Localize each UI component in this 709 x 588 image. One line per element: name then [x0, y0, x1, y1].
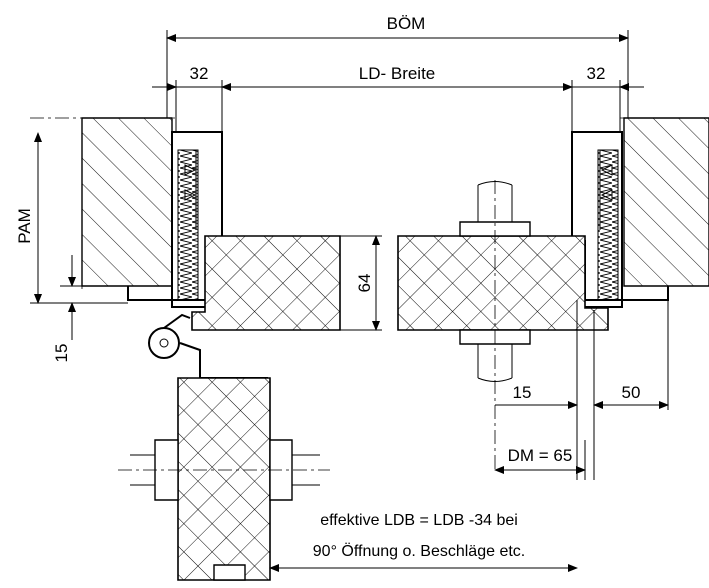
note-line-2: 90° Öffnung o. Beschläge etc. [313, 542, 525, 560]
dim-pam [30, 132, 128, 304]
opened-door-leaf [118, 313, 330, 581]
note-line-1: effektive LDB = LDB -34 bei [320, 512, 518, 529]
boem-label: BÖM [387, 14, 426, 33]
dim-64-label: 64 [355, 274, 374, 293]
dim-boem [166, 30, 629, 118]
right-wall [620, 117, 709, 287]
right-door-leaf [397, 180, 609, 470]
dim-64 [340, 235, 382, 331]
dim-15-left-label: 15 [52, 344, 71, 363]
right-32-label: 32 [587, 64, 606, 83]
right-frame-profile [571, 131, 669, 308]
ld-breite-label: LD- Breite [359, 64, 436, 83]
left-door-leaf [191, 235, 341, 331]
dim-15-left [60, 255, 82, 340]
dm-label: DM = 65 [508, 446, 573, 465]
dim-ld-breite [152, 80, 644, 132]
dim-dm [494, 440, 586, 480]
left-frame-profile [127, 131, 223, 308]
left-32-label: 32 [190, 64, 209, 83]
dim-15-right-label: 15 [513, 383, 532, 402]
left-wall [30, 117, 175, 290]
pam-label: PAM [15, 208, 34, 244]
dim-50-label: 50 [622, 383, 641, 402]
dim-15-50-right [495, 300, 669, 480]
